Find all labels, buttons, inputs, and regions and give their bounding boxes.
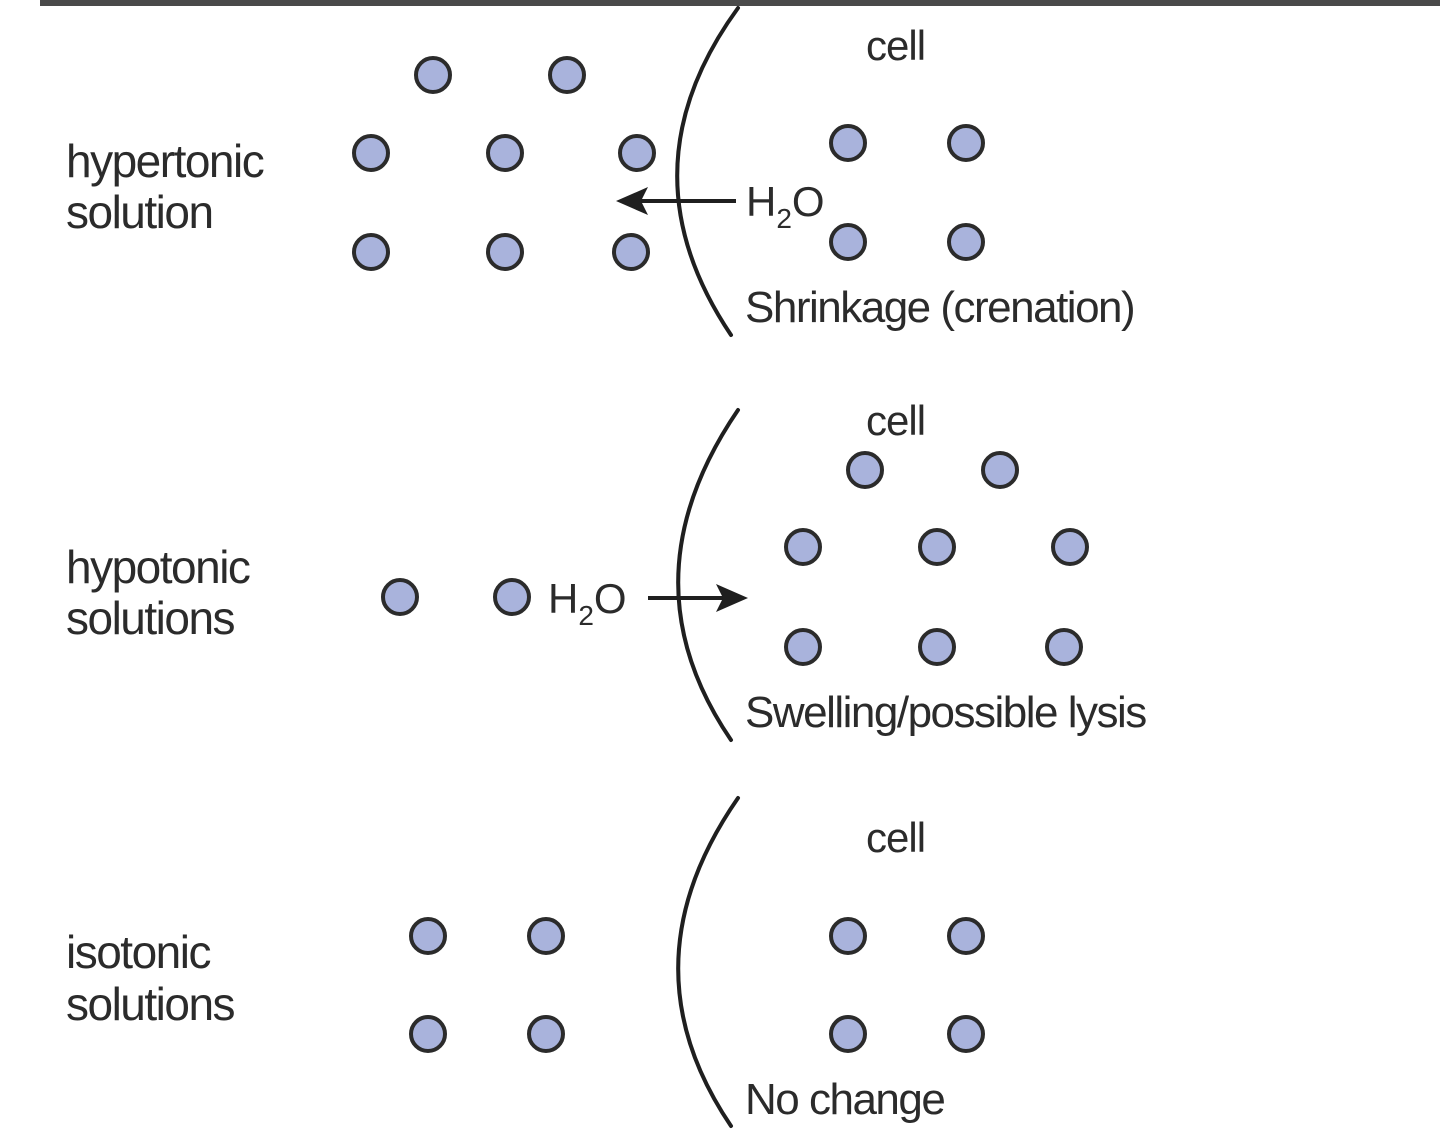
cell-particle [829,223,867,261]
cell-label: cell [866,397,925,444]
isotonic-result-label: No change [745,1075,944,1124]
cell-particle [947,917,985,955]
hypertonic-label-line1: hypertonic [66,135,264,187]
cell-particle [918,528,956,566]
cell-particle [1051,528,1089,566]
solute-particle [486,233,524,271]
solute-particle [381,578,419,616]
hypertonic-cell-particles [829,124,985,261]
hypertonic-panel: hypertonic solution cell H2O Shrinkage (… [66,6,1136,337]
hypotonic-cell-particles [784,451,1089,666]
solute-particle [486,134,524,172]
hypertonic-label-line2: solution [66,186,213,238]
solute-particle [618,134,656,172]
arrow-left-icon [616,187,648,215]
solute-particle [409,917,447,955]
cell-particle [947,223,985,261]
hypotonic-solution-particles [381,578,531,616]
cell-membrane-arc [676,408,740,742]
cell-particle [981,451,1019,489]
cell-particle [784,528,822,566]
cell-particle [947,1015,985,1053]
solute-particle [352,233,390,271]
isotonic-cell-particles [829,917,985,1053]
water-inflow-arrow [648,584,748,612]
hypertonic-result-label: Shrinkage (crenation) [745,283,1134,332]
isotonic-solution-particles [409,917,565,1053]
isotonic-label-line2: solutions [66,978,235,1030]
isotonic-label-line1: isotonic [66,926,210,978]
hypotonic-label-line2: solutions [66,592,235,644]
solute-particle [409,1015,447,1053]
water-label: H2O [746,178,825,234]
cell-membrane-arc [675,6,740,337]
cell-particle [829,124,867,162]
cell-particle [846,451,884,489]
hypotonic-panel: hypotonic solutions H2O cell Swelling/po… [66,397,1148,742]
water-outflow-arrow [616,187,736,215]
cell-particle [918,628,956,666]
cell-particle [829,917,867,955]
solute-particle [493,578,531,616]
cell-particle [829,1015,867,1053]
isotonic-panel: isotonic solutions cell No change [66,796,985,1128]
solute-particle [612,233,650,271]
hypotonic-result-label: Swelling/possible lysis [745,688,1146,737]
cell-particle [1045,628,1083,666]
top-border-rule [40,0,1440,6]
solute-particle [352,134,390,172]
cell-membrane-arc [676,796,740,1128]
hypotonic-label-line1: hypotonic [66,541,250,593]
cell-label: cell [866,814,925,861]
solute-particle [414,56,452,94]
solute-particle [527,1015,565,1053]
solute-particle [548,56,586,94]
cell-particle [947,124,985,162]
cell-label: cell [866,22,925,69]
arrow-right-icon [716,584,748,612]
solute-particle [527,917,565,955]
water-label: H2O [548,575,627,631]
cell-particle [784,628,822,666]
hypertonic-solution-particles [352,56,656,271]
